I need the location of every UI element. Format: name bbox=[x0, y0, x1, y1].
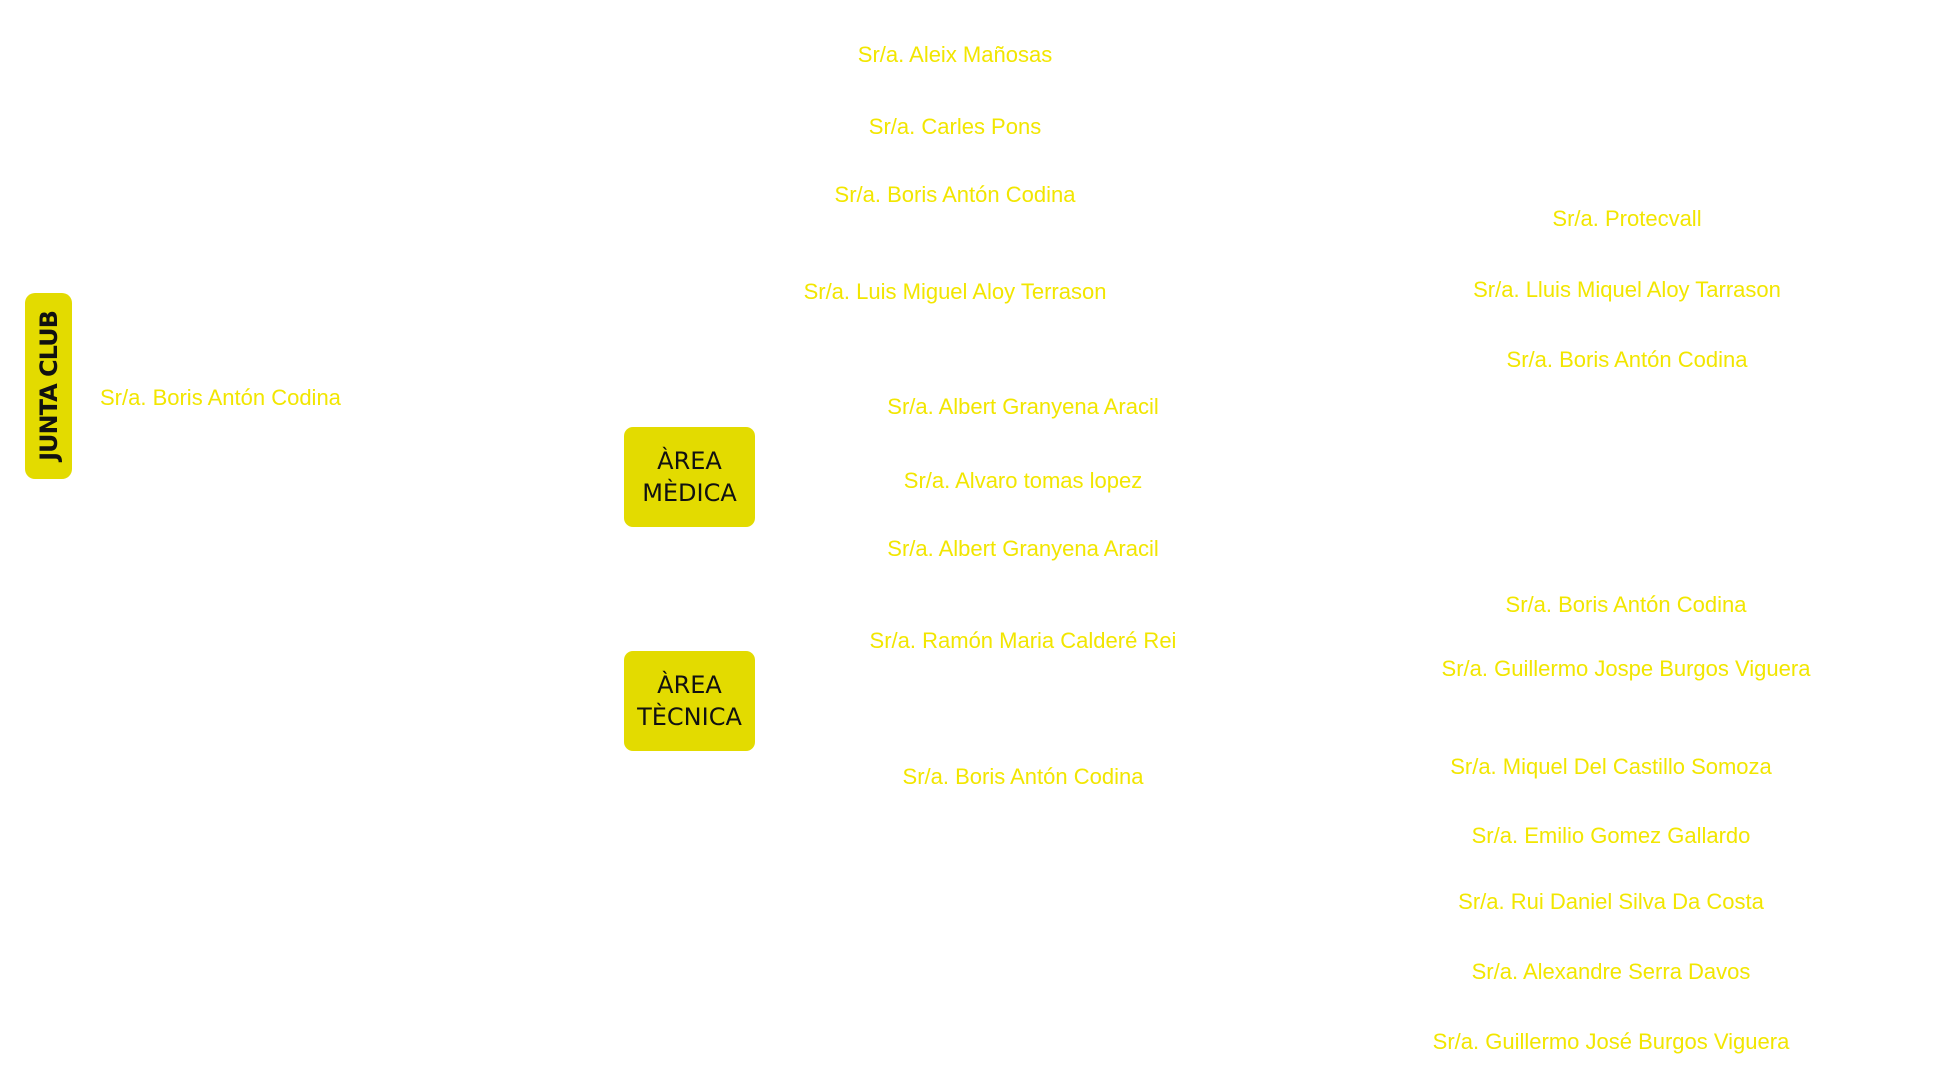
right-name-7[interactable]: Sr/a. Emilio Gomez Gallardo bbox=[1471, 823, 1751, 848]
area-tecnica-line2: TÈCNICA bbox=[637, 703, 742, 731]
right-name-3[interactable]: Sr/a. Boris Antón Codina bbox=[1506, 347, 1748, 372]
area-tecnica-box[interactable]: ÀREA TÈCNICA bbox=[624, 651, 755, 751]
right-name-6[interactable]: Sr/a. Miquel Del Castillo Somoza bbox=[1450, 754, 1772, 779]
area-medica-box[interactable]: ÀREA MÈDICA bbox=[624, 427, 755, 527]
right-name-8[interactable]: Sr/a. Rui Daniel Silva Da Costa bbox=[1458, 889, 1764, 914]
junta-club-box: JUNTA CLUB bbox=[25, 293, 72, 479]
middle-name-7[interactable]: Sr/a. Albert Granyena Aracil bbox=[887, 536, 1159, 561]
area-medica-line1: ÀREA bbox=[657, 447, 722, 475]
middle-name-8[interactable]: Sr/a. Ramón Maria Calderé Rei bbox=[869, 628, 1177, 653]
right-name-9[interactable]: Sr/a. Alexandre Serra Davos bbox=[1471, 959, 1751, 984]
area-medica-line2: MÈDICA bbox=[642, 479, 737, 507]
junta-club-label: JUNTA CLUB bbox=[34, 311, 63, 461]
right-name-2[interactable]: Sr/a. Lluis Miquel Aloy Tarrason bbox=[1473, 277, 1781, 302]
middle-name-6[interactable]: Sr/a. Alvaro tomas lopez bbox=[903, 468, 1143, 493]
right-name-1[interactable]: Sr/a. Protecvall bbox=[1552, 206, 1702, 231]
right-name-4[interactable]: Sr/a. Boris Antón Codina bbox=[1505, 592, 1747, 617]
middle-name-2[interactable]: Sr/a. Carles Pons bbox=[868, 114, 1042, 139]
middle-name-1[interactable]: Sr/a. Aleix Mañosas bbox=[857, 42, 1053, 67]
junta-member-name[interactable]: Sr/a. Boris Antón Codina bbox=[100, 385, 341, 410]
right-name-10[interactable]: Sr/a. Guillermo José Burgos Viguera bbox=[1432, 1029, 1790, 1054]
middle-name-3[interactable]: Sr/a. Boris Antón Codina bbox=[834, 182, 1076, 207]
middle-name-9[interactable]: Sr/a. Boris Antón Codina bbox=[902, 764, 1144, 789]
middle-name-5[interactable]: Sr/a. Albert Granyena Aracil bbox=[887, 394, 1159, 419]
area-tecnica-line1: ÀREA bbox=[657, 671, 722, 699]
right-name-5[interactable]: Sr/a. Guillermo Jospe Burgos Viguera bbox=[1441, 656, 1811, 681]
middle-name-4[interactable]: Sr/a. Luis Miguel Aloy Terrason bbox=[803, 279, 1107, 304]
